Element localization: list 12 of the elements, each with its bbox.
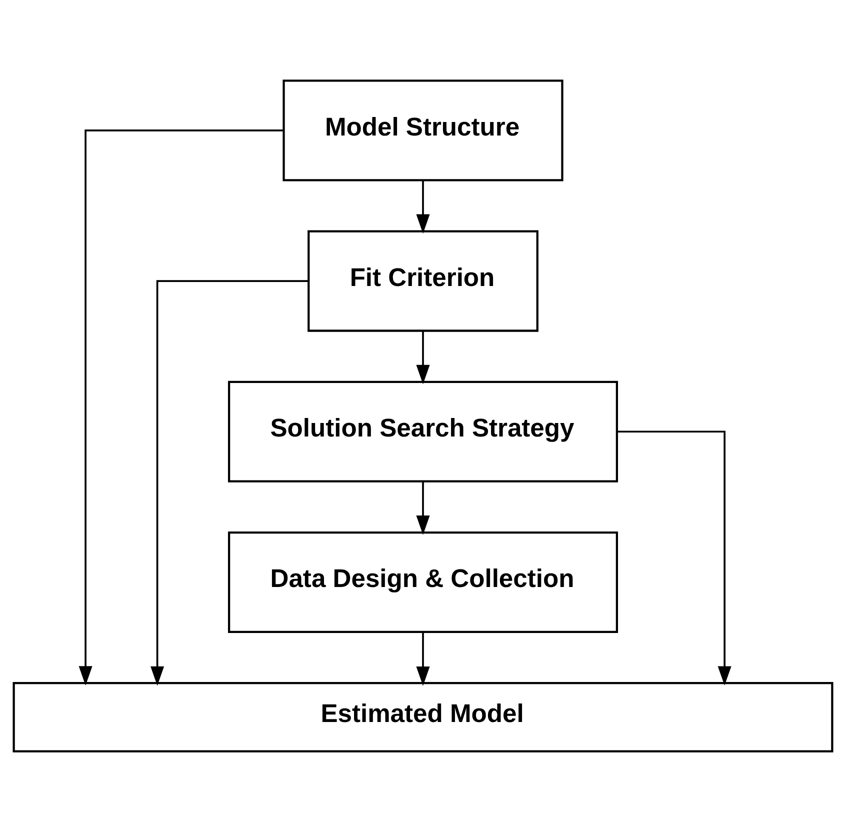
arrow [150,280,308,686]
arrow [416,632,430,686]
node-box: Model Structure [282,80,564,182]
node-box: Solution Search Strategy [228,380,618,482]
arrow [616,430,732,686]
arrow [416,330,430,384]
arrow [78,129,284,686]
node-box: Estimated Model [12,682,834,752]
arrow [416,180,430,234]
arrow [416,481,430,535]
node-box: Data Design & Collection [228,531,618,634]
node-box: Fit Criterion [308,230,538,332]
